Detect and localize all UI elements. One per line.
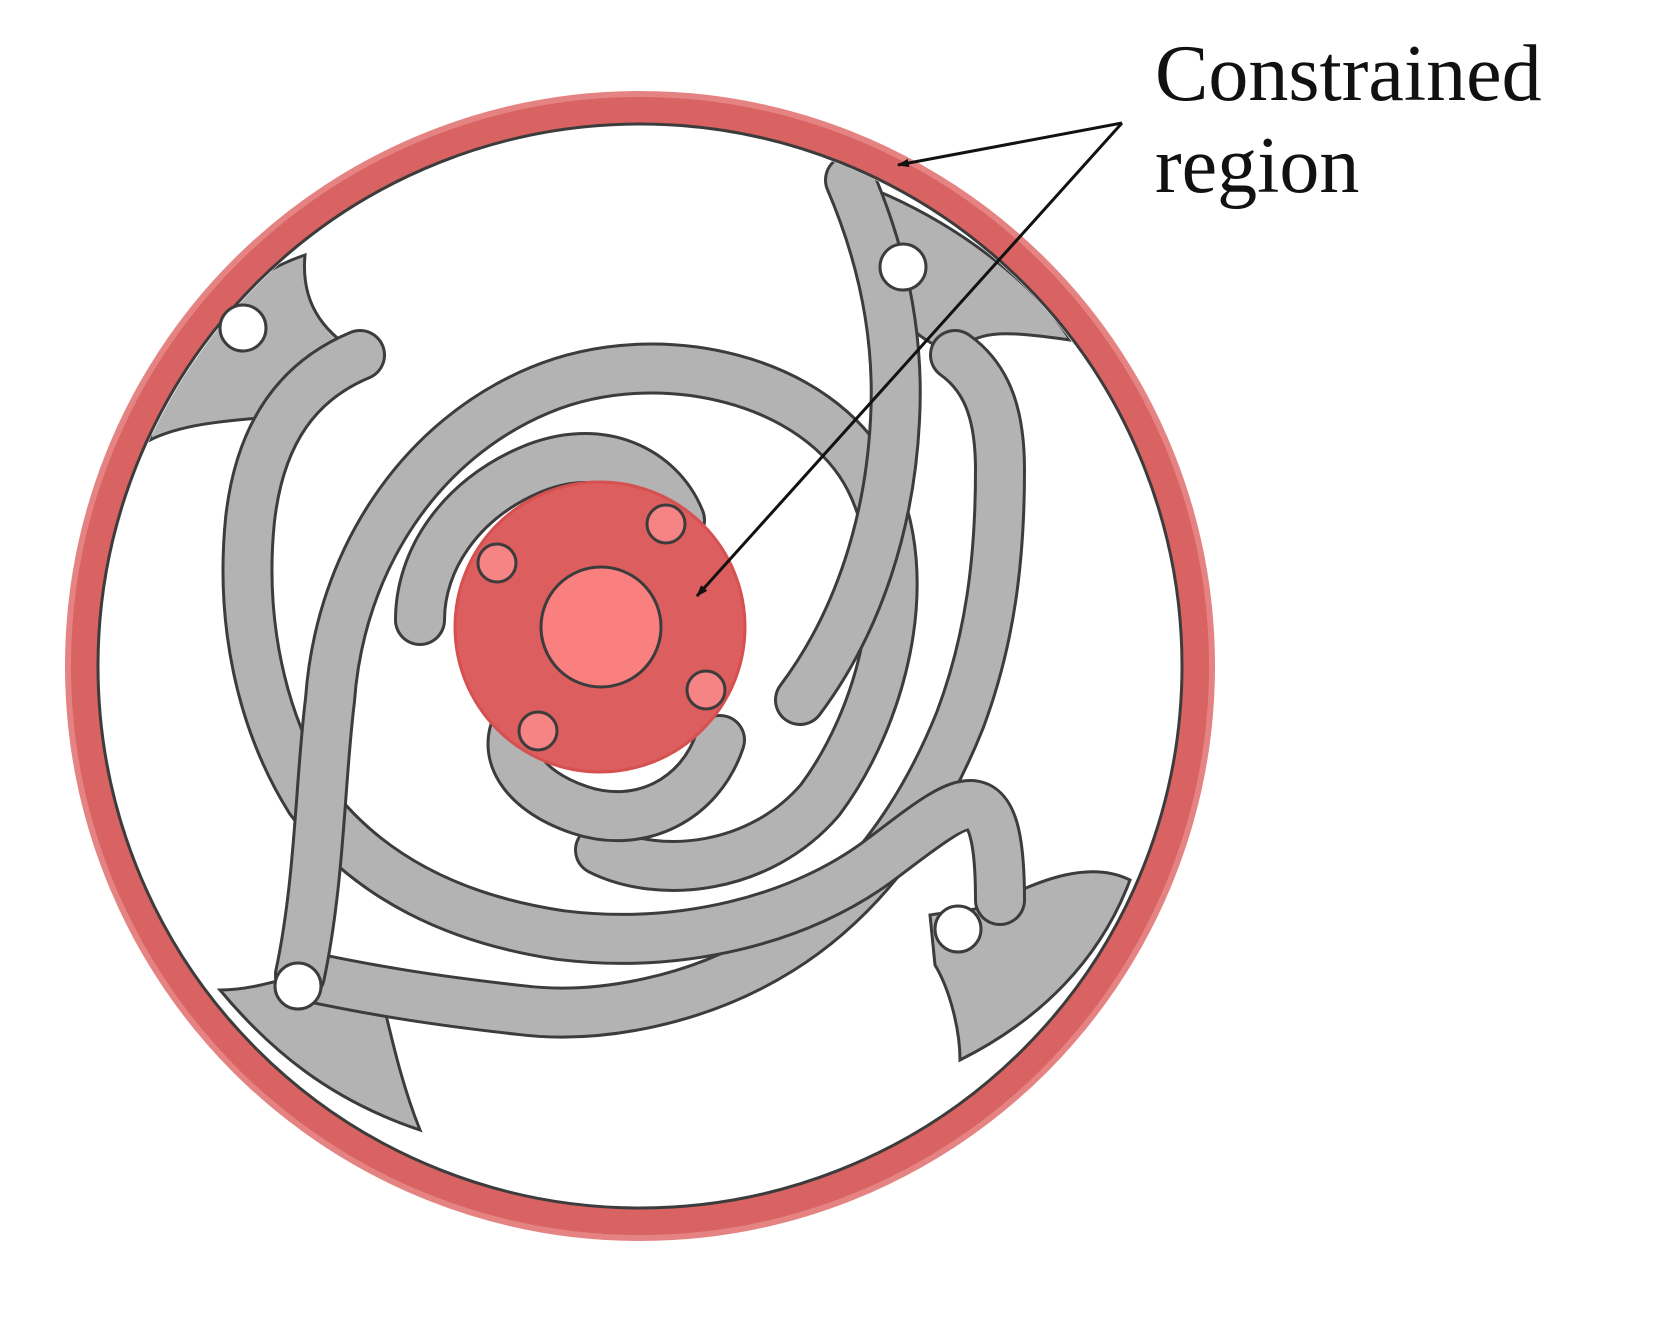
hub-bolt-hole-top [645, 503, 687, 545]
mounting-hole-top-left [218, 303, 268, 353]
hub-bolt-hole-right [685, 669, 727, 711]
spiral-arm-inner-top-fill [777, 157, 919, 723]
mounting-hole-bottom-right [933, 904, 983, 954]
annotation-line-1: Constrained [1155, 30, 1542, 118]
hub-bolt-hole-left [476, 542, 518, 584]
hub-center-bore [539, 565, 663, 689]
spiral-arm-inner-left-fill [397, 435, 703, 643]
spiral-arm-outer-left-fill [224, 332, 1023, 962]
spiral-arm-inner-bottom-fill [489, 697, 743, 840]
spiral-arm-middle-fill [277, 345, 916, 998]
arrow-to-central-hub [695, 121, 1124, 598]
arrow-to-outer-ring [896, 121, 1123, 168]
annotation-line-2: region [1155, 122, 1359, 210]
mounting-hole-bottom-left [273, 961, 323, 1011]
mounting-hole-top-right [878, 242, 928, 292]
hub-bolt-hole-bottom [517, 710, 559, 752]
